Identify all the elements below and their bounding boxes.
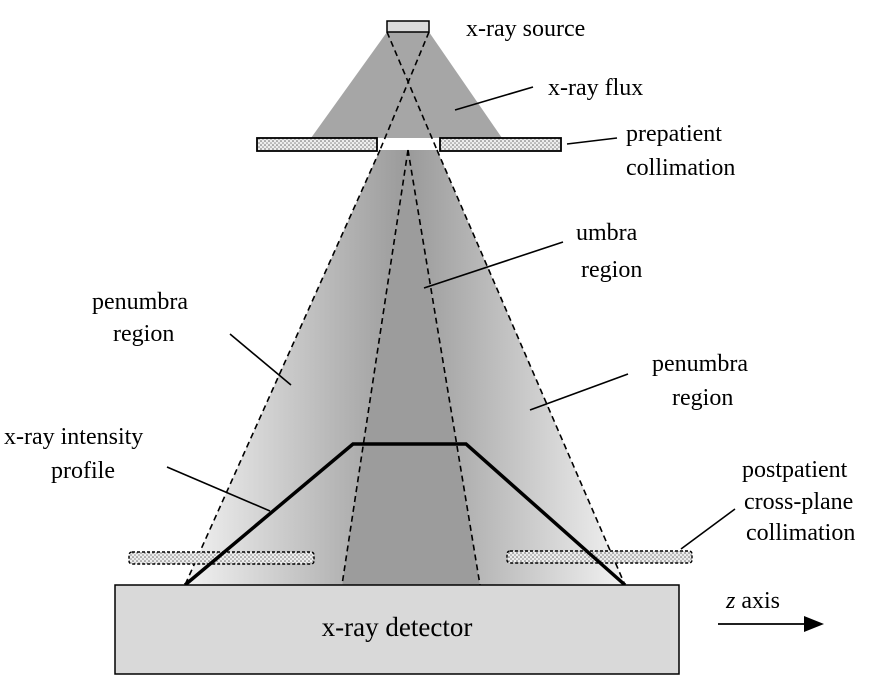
xray-source-block [386, 20, 430, 33]
leader-penumbra-right [529, 373, 629, 411]
leader-intensity [166, 466, 271, 512]
umbra-area [342, 150, 480, 585]
label-umbra-1: umbra [576, 220, 638, 246]
label-umbra-2: region [581, 257, 642, 283]
flux-ray-lines [379, 31, 438, 151]
label-postpatient-1: postpatient [742, 457, 848, 483]
leader-penumbra-left [229, 333, 292, 386]
label-penumbra-left-1: penumbra [92, 289, 188, 315]
intensity-profile-line [183, 442, 627, 587]
postpatient-collimator-right [506, 550, 693, 564]
leader-umbra [423, 241, 564, 289]
xray-flux-cone [311, 32, 502, 138]
label-penumbra-right-2: region [672, 385, 733, 411]
z-axis-arrow-head [804, 616, 824, 632]
label-prepatient-2: collimation [626, 155, 735, 181]
postpatient-collimator-left [128, 551, 315, 565]
prepatient-collimator-left [256, 137, 378, 152]
prepatient-collimator-right [439, 137, 562, 152]
leader-xray-flux [454, 86, 534, 111]
label-xray-flux: x-ray flux [548, 75, 643, 101]
label-xray-detector: x-ray detector [322, 612, 473, 642]
label-prepatient-1: prepatient [626, 121, 722, 147]
penumbra-left-area [185, 150, 408, 585]
label-xray-source: x-ray source [466, 16, 585, 42]
label-intensity-1: x-ray intensity [4, 424, 143, 450]
label-z-word: axis [735, 588, 780, 614]
label-z-axis: z axis [725, 588, 780, 614]
label-penumbra-right-1: penumbra [652, 351, 748, 377]
label-z-var: z [725, 588, 736, 614]
label-postpatient-3: collimation [746, 520, 855, 546]
xray-detector-block [114, 584, 680, 675]
label-intensity-2: profile [51, 458, 115, 484]
beam-ray-lines [184, 149, 626, 586]
label-postpatient-2: cross-plane [744, 489, 853, 515]
leader-postpatient [680, 508, 736, 550]
leader-prepatient [566, 137, 618, 145]
label-penumbra-left-2: region [113, 321, 174, 347]
